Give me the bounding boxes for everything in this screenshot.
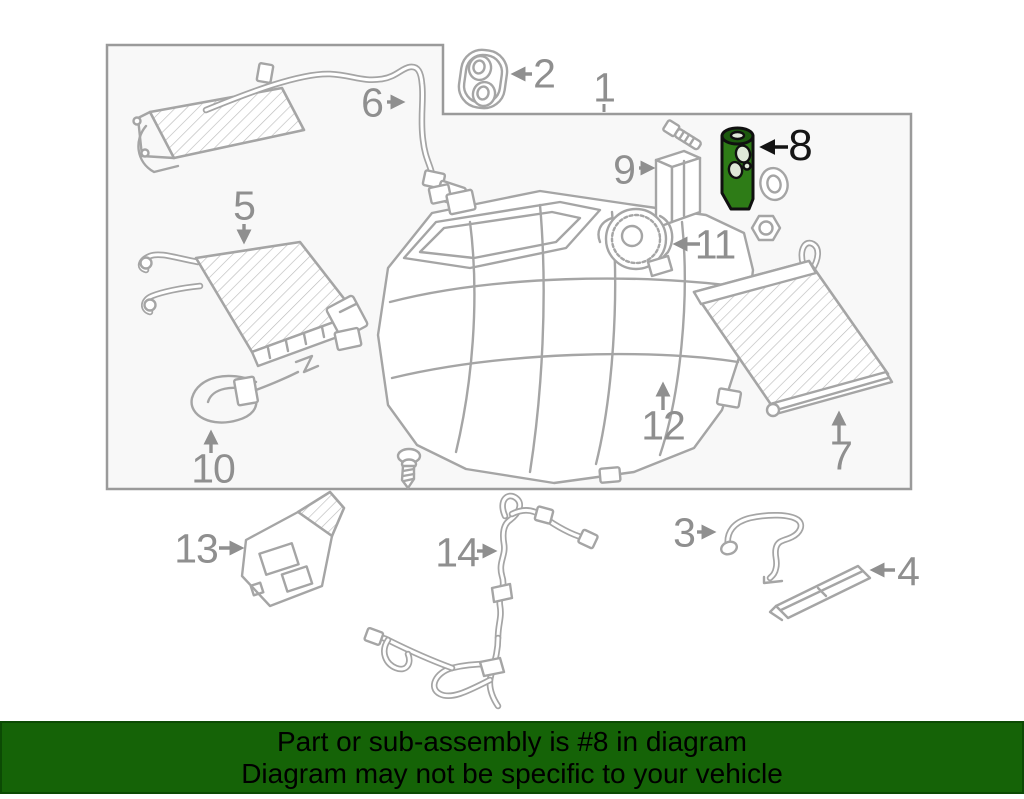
banner-line-1: Part or sub-assembly is #8 in diagram [277, 725, 747, 757]
callout-14: 14 [435, 529, 480, 576]
callout-11: 11 [694, 221, 737, 268]
diagram-canvas [105, 43, 913, 721]
part-pipe-clamp-10 [190, 354, 320, 424]
part-bracket-9 [654, 149, 702, 230]
callout-6: 6 [361, 79, 384, 126]
callout-13: 13 [174, 525, 219, 572]
callout-9: 9 [613, 146, 636, 193]
callout-2: 2 [533, 50, 556, 97]
callout-1: 1 [593, 64, 616, 111]
callout-10: 10 [191, 445, 236, 492]
callout-4: 4 [897, 548, 920, 595]
part-expansion-valve-8-highlighted [720, 126, 755, 211]
callout-8-highlighted: 8 [788, 121, 813, 170]
part-o-ring [759, 166, 789, 202]
part-evaporator-7 [692, 243, 894, 418]
part-trim-strip-4 [768, 564, 872, 622]
part-hex-nut [750, 214, 782, 242]
part-wire-connector [427, 183, 477, 216]
highlight-banner: Part or sub-assembly is #8 in diagram Di… [0, 721, 1024, 794]
callout-5: 5 [233, 182, 256, 229]
banner-line-2: Diagram may not be specific to your vehi… [241, 757, 783, 789]
callout-3: 3 [673, 509, 696, 556]
part-screw [396, 447, 422, 490]
callout-12: 12 [641, 402, 686, 449]
part-drain-hose-3 [720, 515, 800, 585]
callout-7: 7 [830, 432, 853, 479]
part-bolt [662, 119, 702, 151]
part-servo-motor-11 [597, 207, 674, 278]
part-grommet-2 [457, 48, 509, 110]
part-wiring-harness-14 [363, 496, 599, 706]
part-amplifier-module-13 [240, 490, 346, 608]
